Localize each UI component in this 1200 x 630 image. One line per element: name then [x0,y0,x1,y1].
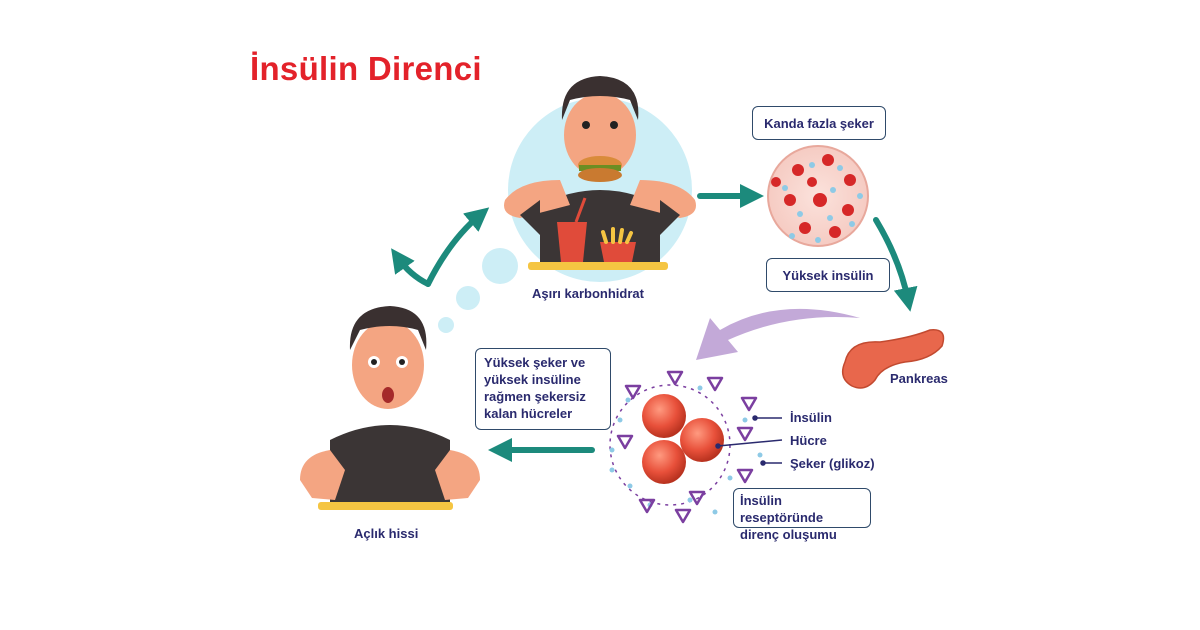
receptor-resistance-line-1: İnsülin reseptöründe [740,493,824,525]
stage-box-insulin: Yüksek insülin [766,258,890,292]
legend-sugar: Şeker (glikoz) [790,456,875,471]
eating-man-illustration [504,76,696,282]
unfed-cells-line-1: Yüksek şeker ve [484,355,586,370]
stage-box-blood-sugar: Kanda fazla şeker [752,106,886,140]
cell-cluster [609,370,763,524]
stage-label-insulin: Yüksek insülin [782,267,874,283]
page-title: İnsülin Direnci [250,50,482,87]
receptor-resistance-line-2: direnç oluşumu [740,527,837,542]
legend-insulin: İnsülin [790,410,832,425]
legend-cell: Hücre [790,433,827,448]
stage-box-unfed-cells: Yüksek şeker ve yüksek insüline rağmen ş… [475,348,611,430]
pancreas-illustration [841,329,945,389]
stage-label-hunger: Açlık hissi [354,526,419,541]
cycle-arrows [391,184,918,462]
stage-box-receptor-resistance: İnsülin reseptöründe direnç oluşumu [733,488,871,542]
legend-lines [715,415,783,466]
unfed-cells-line-4: kalan hücreler [484,406,573,421]
stage-label-eating: Aşırı karbonhidrat [532,286,644,301]
stage-label-pancreas: Pankreas [890,371,948,386]
hungry-man-illustration [300,306,480,510]
thought-bubbles [438,248,518,333]
unfed-cells-line-3: rağmen şekersiz [484,389,586,404]
insulin-flow-arrow [696,308,860,360]
unfed-cells-line-2: yüksek insüline [484,372,581,387]
stage-label-blood-sugar: Kanda fazla şeker [764,115,874,131]
blood-sugar-illustration [767,145,869,247]
